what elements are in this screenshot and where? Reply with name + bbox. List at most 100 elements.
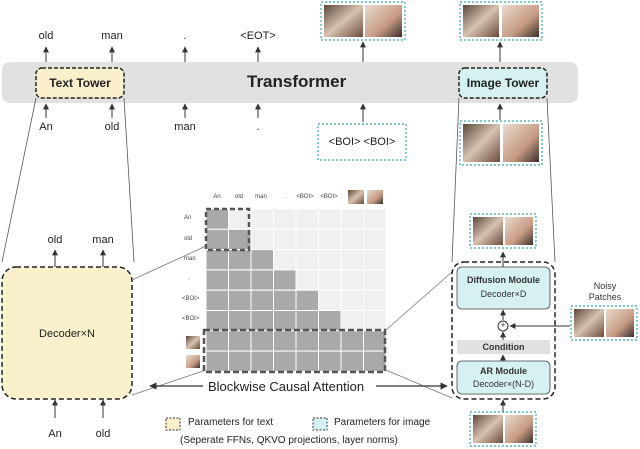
matrix-cell	[228, 228, 252, 251]
ar-module	[456, 360, 551, 395]
matrix-cell	[318, 350, 342, 372]
matrix-cell	[273, 310, 297, 332]
legend-image-label: Parameters for image	[334, 417, 431, 428]
matrix-cell	[340, 310, 364, 332]
matrix-cell	[295, 330, 319, 352]
matrix-cell	[250, 208, 274, 230]
matrix-cell	[318, 228, 342, 251]
matrix-cell	[228, 310, 252, 332]
matrix-cell	[295, 208, 319, 230]
input-image-top	[459, 120, 543, 166]
matrix-cell	[228, 269, 252, 291]
matrix-image-highlight	[202, 328, 387, 374]
text-input-1: old	[104, 121, 120, 133]
zoom-line-text-right	[123, 97, 135, 263]
text-input-3: .	[256, 121, 260, 133]
matrix-col-label-5: <BOI>	[320, 194, 338, 200]
matrix-cell	[228, 350, 252, 372]
text-decoder-block	[1, 266, 133, 400]
text-decoder-label: Decoder×N	[39, 328, 95, 340]
matrix-cell	[228, 289, 252, 312]
legend-image-swatch	[312, 417, 328, 431]
matrix-cell	[318, 208, 342, 230]
matrix-cell	[205, 228, 229, 251]
matrix-cell	[250, 350, 274, 372]
text-output-3: <EOT>	[240, 30, 276, 42]
matrix-cell	[363, 310, 387, 332]
condition-label: Condition	[482, 342, 525, 352]
matrix-row-label-2: man	[184, 256, 196, 262]
matrix-cell	[295, 228, 319, 251]
matrix-cell	[273, 269, 297, 291]
diffusion-module-title: Diffusion Module	[467, 275, 540, 285]
plus-symbol: +	[500, 320, 506, 330]
transformer-bar	[2, 62, 578, 103]
matrix-cell	[363, 330, 387, 352]
matrix-row-label-1: old	[184, 236, 193, 242]
matrix-cell	[205, 208, 229, 230]
matrix-cell	[318, 269, 342, 291]
matrix-col-label-4: <BOI>	[296, 194, 314, 200]
matrix-cell	[340, 350, 364, 372]
plus-node	[497, 320, 509, 332]
matrix-cell	[340, 228, 364, 251]
output-image-1	[320, 1, 406, 41]
matrix-cell	[205, 330, 229, 352]
matrix-cell	[250, 330, 274, 352]
image-tower-label: Image Tower	[466, 76, 540, 90]
matrix-cell	[228, 330, 252, 352]
matrix-cell	[273, 350, 297, 372]
matrix-cell	[318, 330, 342, 352]
matrix-row-label-4: <BOI>	[182, 296, 200, 302]
matrix-cell	[273, 289, 297, 312]
decoder-output-image	[469, 213, 537, 249]
matrix-cell	[205, 269, 229, 291]
matrix-cell	[250, 310, 274, 332]
matrix-col-image	[348, 190, 383, 204]
matrix-cell	[250, 269, 274, 291]
text-tower-label: Text Tower	[49, 76, 111, 90]
decoder-output-1: man	[92, 234, 114, 246]
matrix-cell	[340, 330, 364, 352]
output-image-2	[459, 1, 543, 41]
matrix-row-label-3: .	[188, 276, 190, 282]
matrix-row-label-5: <BOI>	[182, 316, 200, 322]
text-output-2: .	[183, 30, 187, 42]
matrix-cell	[363, 208, 387, 230]
matrix-cell	[273, 330, 297, 352]
decoder-input-image	[469, 411, 537, 447]
matrix-cell	[250, 249, 274, 271]
diffusion-module-sub: Decoder×D	[480, 289, 527, 299]
matrix-cell	[205, 310, 229, 332]
matrix-row-image-1	[186, 336, 200, 349]
zoom-line-image-right	[546, 97, 556, 263]
matrix-cell	[205, 350, 229, 372]
matrix-cell	[295, 249, 319, 271]
matrix-cell	[363, 350, 387, 372]
text-input-0: An	[39, 121, 53, 133]
matrix-cell	[295, 289, 319, 312]
matrix-text-highlight	[204, 207, 251, 252]
matrix-row-image-2	[186, 355, 200, 368]
matrix-col-label-3: .	[285, 194, 287, 200]
decoder-input-1: old	[95, 428, 111, 440]
matrix-cell	[205, 249, 229, 271]
noisy-label-line1: Noisy	[593, 281, 617, 291]
matrix-cell	[205, 289, 229, 312]
decoder-input-0: An	[48, 428, 62, 440]
matrix-cell	[340, 249, 364, 271]
matrix-cell	[363, 228, 387, 251]
matrix-cell	[340, 289, 364, 312]
matrix-cell	[363, 249, 387, 271]
matrix-zoom-line-right-top	[385, 271, 453, 331]
attention-matrix	[205, 208, 387, 372]
zoom-line-image-left	[451, 97, 460, 263]
matrix-zoom-line-right-bottom	[385, 369, 453, 399]
text-input-2: man	[174, 121, 196, 133]
matrix-cell	[318, 310, 342, 332]
text-output-0: old	[38, 30, 54, 42]
matrix-zoom-line-top	[131, 245, 207, 281]
boi-box	[317, 123, 407, 161]
attention-caption: Blockwise Causal Attention	[208, 379, 365, 394]
